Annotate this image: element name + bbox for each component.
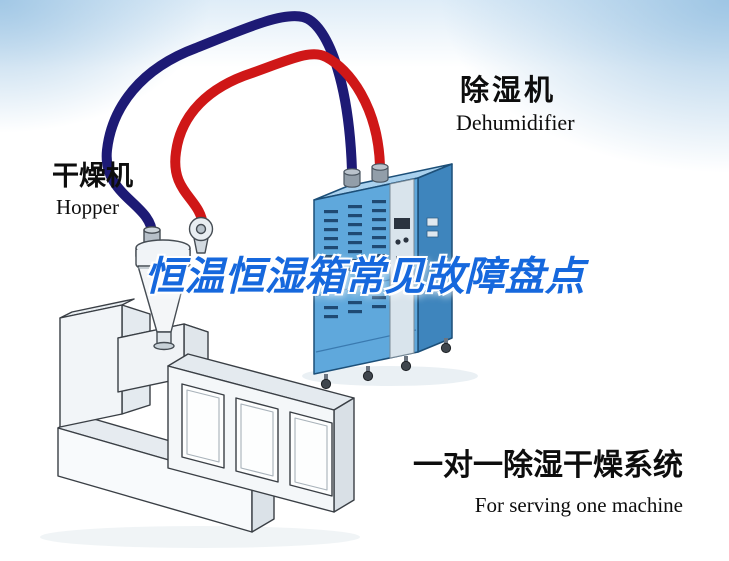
caster-wheels	[320, 338, 452, 390]
hopper-label-cn: 干燥机	[52, 161, 133, 191]
dehumidifier-label-cn: 除湿机	[460, 75, 557, 107]
air-pipes	[101, 11, 389, 239]
control-panel	[389, 178, 415, 359]
dehumidifier-unit	[313, 163, 453, 390]
system-label-cn: 一对一除湿干燥系统	[413, 449, 683, 482]
page-title: 恒温恒湿箱常见故障盘点	[144, 255, 585, 299]
side-label	[426, 217, 439, 227]
hopper-label-en: Hopper	[56, 195, 119, 219]
panel-button	[403, 237, 409, 243]
guard-windows	[181, 383, 333, 497]
blue-return-pipe	[101, 11, 357, 239]
display-screen	[394, 218, 410, 229]
panel-switch	[396, 256, 408, 260]
dehumidifier-label-en: Dehumidifier	[456, 110, 575, 135]
side-label	[426, 230, 439, 238]
extruder-machine	[57, 298, 355, 533]
system-label-en: For serving one machine	[474, 493, 683, 517]
dehumidifier-shadow	[302, 366, 478, 386]
panel-button	[395, 239, 401, 245]
pipe-ports	[343, 163, 389, 188]
red-supply-pipe	[170, 49, 385, 231]
hopper-dryer	[135, 216, 214, 351]
extruder-shadow	[40, 526, 360, 548]
